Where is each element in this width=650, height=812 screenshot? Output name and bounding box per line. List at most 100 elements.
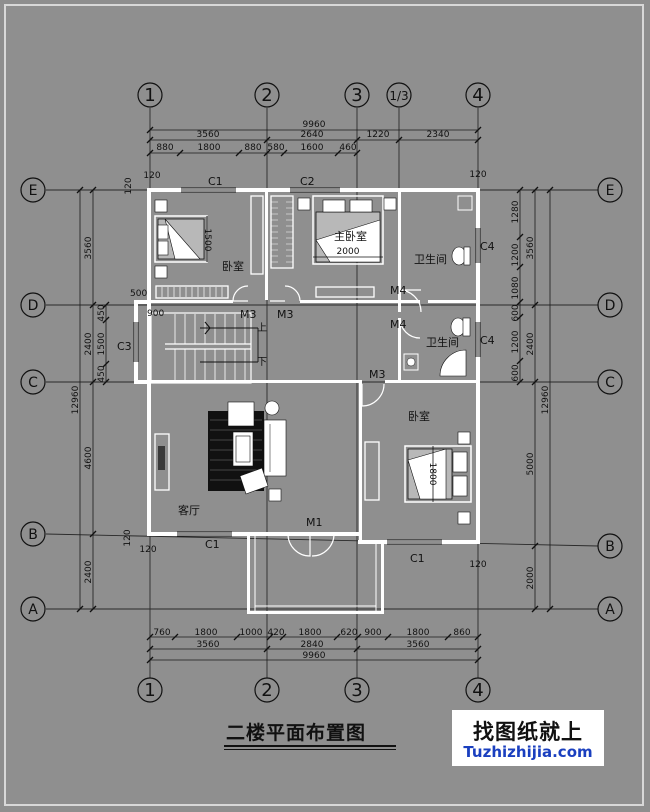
svg-text:420: 420 xyxy=(267,628,284,638)
svg-text:620: 620 xyxy=(340,628,357,638)
svg-text:760: 760 xyxy=(153,628,170,638)
svg-text:2400: 2400 xyxy=(84,560,94,583)
axis-row-B-left: B xyxy=(20,521,46,547)
tv-cabinet-se xyxy=(364,441,380,501)
svg-text:450: 450 xyxy=(97,365,107,382)
axis-row-A-right: A xyxy=(597,596,623,622)
room-label-bedroom-se: 卧室 xyxy=(408,409,430,423)
svg-text:3560: 3560 xyxy=(526,236,536,259)
svg-text:450: 450 xyxy=(97,304,107,321)
room-label-living: 客厅 xyxy=(178,503,200,517)
svg-text:1/3: 1/3 xyxy=(389,89,408,103)
svg-text:120: 120 xyxy=(124,177,134,194)
doors xyxy=(232,285,422,557)
room-label-master-bedroom: 主卧室 xyxy=(334,229,367,243)
svg-text:1280: 1280 xyxy=(511,200,521,223)
staircase xyxy=(150,312,259,384)
axis-row-C-right: C xyxy=(597,369,623,395)
title-underline xyxy=(224,745,396,747)
svg-text:2400: 2400 xyxy=(526,332,536,355)
svg-text:1080: 1080 xyxy=(511,276,521,299)
watermark-brand: 找图纸就上 xyxy=(473,720,583,744)
walls xyxy=(134,188,480,544)
drawing-frame xyxy=(4,4,644,806)
svg-text:M4: M4 xyxy=(390,318,407,331)
svg-text:880: 880 xyxy=(156,143,173,153)
axis-row-D-left: D xyxy=(20,292,46,318)
svg-text:1220: 1220 xyxy=(367,130,390,140)
svg-text:M4: M4 xyxy=(390,284,407,297)
svg-text:4600: 4600 xyxy=(84,446,94,469)
axis-col-2-top: 2 xyxy=(254,82,280,108)
bed-se: 1800 xyxy=(404,431,472,525)
stair-up-label: 上 xyxy=(257,322,267,334)
dresser-master xyxy=(315,286,375,298)
svg-text:120: 120 xyxy=(139,545,156,555)
svg-text:D: D xyxy=(28,298,39,314)
balcony xyxy=(247,532,384,614)
svg-text:3560: 3560 xyxy=(407,640,430,650)
svg-text:1800: 1800 xyxy=(427,463,437,486)
axis-row-E-left: E xyxy=(20,177,46,203)
svg-text:580: 580 xyxy=(267,143,284,153)
left-dimensions: 12960 3560 2400 4600 2400 450 1500 450 1… xyxy=(71,177,134,613)
svg-text:1500: 1500 xyxy=(202,229,212,252)
tv-cabinet xyxy=(154,433,170,491)
svg-text:12960: 12960 xyxy=(541,385,551,414)
title-underline-thin xyxy=(224,749,396,750)
svg-text:1: 1 xyxy=(144,680,155,701)
axis-row-A-left: A xyxy=(20,596,46,622)
sofa-set xyxy=(208,400,287,502)
svg-text:E: E xyxy=(29,183,38,199)
svg-text:M3: M3 xyxy=(369,368,386,381)
svg-text:M3: M3 xyxy=(277,308,294,321)
svg-text:C4: C4 xyxy=(480,240,495,253)
watermark-url: Tuzhizhijia.com xyxy=(463,743,593,761)
svg-text:1800: 1800 xyxy=(299,628,322,638)
svg-text:1: 1 xyxy=(144,85,155,106)
bath-mid-fixtures xyxy=(403,317,471,377)
svg-text:900: 900 xyxy=(364,628,381,638)
svg-text:4: 4 xyxy=(472,680,483,701)
axis-row-D-right: D xyxy=(597,292,623,318)
svg-text:B: B xyxy=(28,527,38,543)
opening-labels: C1 C2 C4 C4 C3 M4 M4 M3 M3 M3 M1 C1 C1 5… xyxy=(117,175,495,565)
axis-row-C-left: C xyxy=(20,369,46,395)
room-label-bath-mid: 卫生间 xyxy=(426,335,459,349)
axis-row-B-right: B xyxy=(597,533,623,559)
svg-text:600: 600 xyxy=(511,304,521,321)
svg-text:A: A xyxy=(605,602,615,618)
axis-col-1-bottom: 1 xyxy=(137,677,163,703)
svg-text:A: A xyxy=(28,602,38,618)
svg-text:1800: 1800 xyxy=(195,628,218,638)
svg-text:2: 2 xyxy=(261,85,272,106)
axis-col-4-top: 4 xyxy=(465,82,491,108)
svg-text:2840: 2840 xyxy=(301,640,324,650)
svg-text:C: C xyxy=(605,375,615,391)
right-dimensions: 1280 1200 1080 600 1200 600 3560 2400 50… xyxy=(511,186,554,613)
windows xyxy=(133,187,481,545)
axis-col-4-bottom: 4 xyxy=(465,677,491,703)
svg-text:4: 4 xyxy=(472,85,483,106)
svg-text:500: 500 xyxy=(130,289,147,299)
svg-text:600: 600 xyxy=(511,364,521,381)
svg-text:2000: 2000 xyxy=(337,247,360,257)
svg-text:2640: 2640 xyxy=(301,130,324,140)
svg-text:1500: 1500 xyxy=(97,332,107,355)
svg-text:120: 120 xyxy=(143,171,160,181)
svg-text:9960: 9960 xyxy=(303,651,326,661)
svg-text:2400: 2400 xyxy=(84,332,94,355)
svg-text:C4: C4 xyxy=(480,334,495,347)
svg-text:12960: 12960 xyxy=(71,385,81,414)
axis-col-3-bottom: 3 xyxy=(344,677,370,703)
axis-bubbles: 1 2 3 1/3 4 1 2 3 4 E D C B A E D C B A xyxy=(20,82,623,703)
svg-text:C1: C1 xyxy=(208,175,223,188)
svg-text:2: 2 xyxy=(261,680,272,701)
bottom-dimensions: 760 1800 1000 420 1800 620 900 1800 860 … xyxy=(139,545,487,664)
stair-down-label: 下 xyxy=(257,357,267,368)
svg-text:9960: 9960 xyxy=(303,120,326,130)
svg-text:C3: C3 xyxy=(117,340,132,353)
svg-text:C1: C1 xyxy=(205,538,220,551)
svg-text:120: 120 xyxy=(123,529,133,546)
